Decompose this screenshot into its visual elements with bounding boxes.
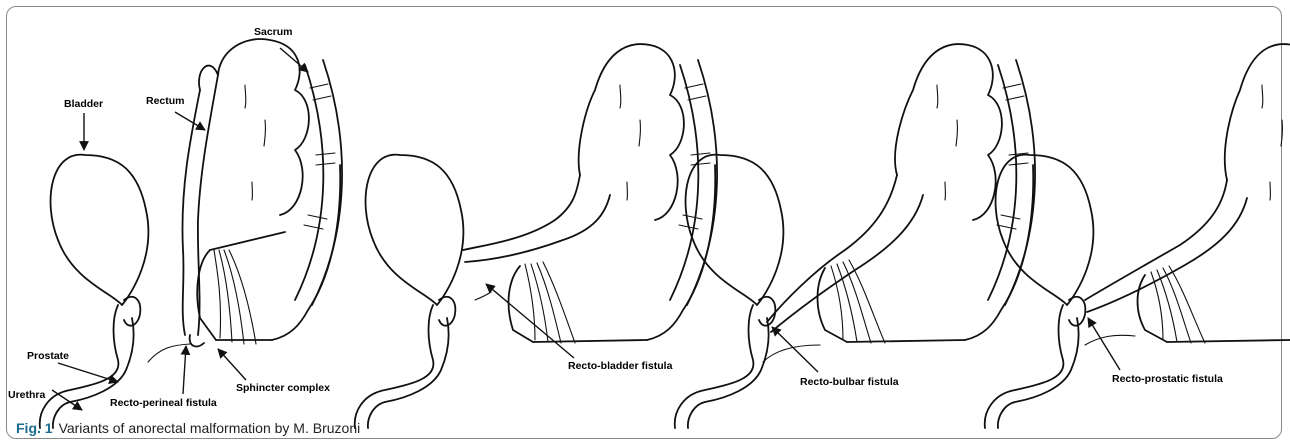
arrow-recto-bladder bbox=[486, 284, 574, 358]
label-recto-bulbar-fistula: Recto-bulbar fistula bbox=[800, 376, 899, 388]
label-rectum: Rectum bbox=[146, 95, 185, 107]
label-recto-prostatic-fistula: Recto-prostatic fistula bbox=[1112, 373, 1223, 385]
label-recto-perineal-fistula: Recto-perineal fistula bbox=[110, 397, 217, 409]
arrow-recto-prostatic bbox=[1088, 318, 1120, 370]
figure-caption: Fig. 1 Variants of anorectal malformation… bbox=[16, 420, 360, 436]
arrow-rectum bbox=[175, 112, 205, 130]
arrow-prostate bbox=[58, 363, 118, 382]
label-sacrum: Sacrum bbox=[254, 26, 293, 38]
panel-3-recto-bulbar bbox=[675, 44, 1035, 428]
label-sphincter-complex: Sphincter complex bbox=[236, 382, 330, 394]
panel-4-recto-prostatic bbox=[985, 44, 1290, 428]
label-bladder: Bladder bbox=[64, 98, 103, 110]
label-urethra: Urethra bbox=[8, 389, 46, 401]
figure-caption-label: Fig. 1 bbox=[16, 420, 53, 436]
arrow-sphincter bbox=[218, 349, 246, 380]
label-prostate: Prostate bbox=[27, 350, 69, 362]
label-recto-bladder-fistula: Recto-bladder fistula bbox=[568, 360, 673, 372]
arrow-recto-perineal bbox=[183, 346, 186, 394]
arrow-recto-bulbar bbox=[772, 327, 818, 372]
figure-caption-text: Variants of anorectal malformation by M.… bbox=[59, 420, 361, 436]
